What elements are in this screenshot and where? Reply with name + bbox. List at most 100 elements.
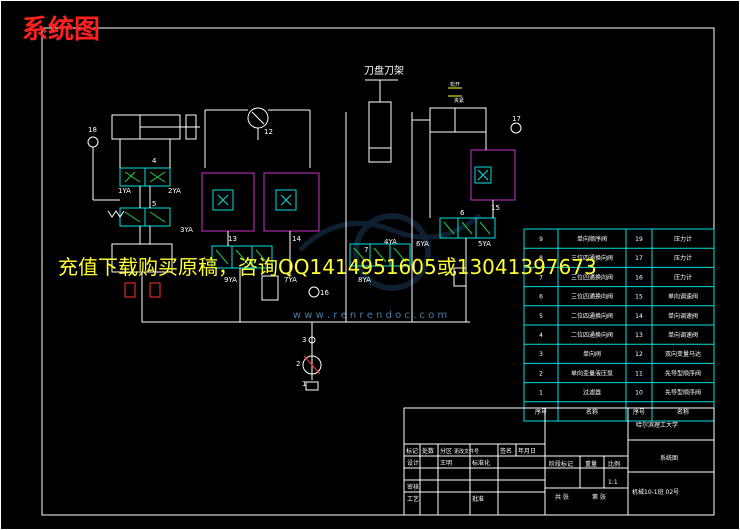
parts-table-cell: 17	[635, 255, 643, 262]
parts-table-cell: 单向阀	[583, 350, 601, 358]
solenoid-6ya: 6YA	[416, 240, 429, 248]
tb-designer: 王明	[440, 460, 452, 467]
tb-drawing-name: 系统图	[660, 454, 678, 462]
gauge-17	[510, 122, 522, 134]
tb-weight: 重量	[585, 460, 597, 468]
parts-table-cell: 16	[635, 274, 643, 281]
parts-table-cell: 10	[635, 390, 643, 397]
label-1: 1	[302, 380, 306, 388]
parts-table-cell: 8	[539, 255, 543, 262]
parts-table-cell: 3	[539, 351, 543, 358]
parts-table-cell: 三位四通换向阀	[571, 273, 613, 281]
parts-table-header-cell: 序号	[633, 408, 645, 416]
valve-6	[439, 217, 496, 239]
solenoid-4ya: 4YA	[384, 238, 397, 246]
watermark-url: w w w . r e n r e n d o c . c o m	[293, 310, 447, 321]
tb-stage-mark: 阶段标记	[549, 460, 573, 468]
parts-table-cell: 11	[635, 370, 643, 377]
label-16: 16	[320, 289, 329, 297]
tb-approve: 批准	[472, 495, 484, 503]
clamp-label: 松开	[450, 81, 460, 88]
parts-table-cell: 压力计	[674, 235, 692, 243]
valve-7	[349, 243, 411, 267]
label-14: 14	[292, 235, 301, 243]
chuck-cylinder	[368, 101, 392, 163]
parts-table-cell: 三位四通换向阀	[571, 293, 613, 301]
chuck-circuit	[302, 79, 413, 391]
tb-process: 工艺	[407, 495, 419, 503]
parts-table-header-cell: 名称	[586, 408, 598, 416]
tb-scale-value: 1:1	[608, 479, 618, 486]
tb-sheet-no: 第 张	[592, 493, 606, 501]
promo-overlay: 充值下载购买原稿，咨询QQ1414951605或13041397673	[58, 255, 597, 279]
filter-1	[305, 381, 319, 391]
flow-valve-14	[263, 172, 320, 232]
tb-col-count: 处数	[422, 447, 434, 455]
parts-table-cell: 双向变量马达	[665, 350, 701, 358]
parts-table-cell: 先导型顺序阀	[665, 389, 701, 397]
tb-code: 机械10-1班 02号	[632, 488, 679, 496]
parts-table-cell: 5	[539, 313, 543, 320]
parts-table-cell: 1	[539, 390, 543, 397]
parts-table-cell: 单向顺序阀	[577, 235, 607, 243]
parts-table-cell: 单向调速阀	[668, 312, 698, 320]
parts-table-cell: 4	[539, 332, 543, 339]
label-13: 13	[228, 235, 237, 243]
solenoid-5ya: 5YA	[478, 240, 491, 248]
parts-table-cell: 2	[539, 370, 543, 377]
motor-circuit	[201, 107, 320, 322]
component-labels: 1 2 3 4 5 6 7 12 13 14 15 16 17 18	[88, 115, 521, 388]
solenoid-3ya: 3YA	[180, 226, 193, 234]
parts-table-cell: 6	[539, 294, 543, 301]
parts-table-cell: 19	[635, 236, 643, 243]
solenoid-8ya: 8YA	[358, 276, 371, 284]
watermark-logo	[298, 213, 482, 291]
right-circuit	[412, 87, 522, 322]
tb-col-docno: 更改文件号	[454, 448, 479, 455]
parts-table-cell: 15	[635, 294, 643, 301]
tb-col-date: 年月日	[518, 447, 536, 455]
parts-table-cell: 压力计	[674, 273, 692, 281]
parts-table-cell: 单向调速阀	[668, 331, 698, 339]
parts-table-cell: 7	[539, 274, 543, 281]
label-17: 17	[512, 115, 521, 123]
pump-2	[302, 355, 322, 375]
release-label: 夹紧	[454, 97, 464, 104]
parts-table-header-cell: 名称	[677, 408, 689, 416]
parts-table-cell: 先导型顺序阀	[665, 369, 701, 377]
label-5: 5	[152, 200, 156, 208]
parts-table-cell: 三位四通换向阀	[571, 254, 613, 262]
left-circuit	[87, 114, 470, 323]
check-valve-3	[308, 336, 316, 344]
label-3: 3	[302, 336, 306, 344]
tb-col-mark: 标记	[406, 447, 418, 455]
valve-8	[211, 245, 273, 269]
parts-table-cell: 单向调速阀	[668, 293, 698, 301]
gauge-16	[308, 286, 320, 298]
tb-std: 标准化	[472, 459, 490, 467]
chuck-heading: 刀盘刀架	[364, 64, 404, 77]
sequence-valve-9	[453, 267, 467, 287]
tb-design: 设计	[407, 459, 419, 467]
solenoid-9ya: 9YA	[224, 276, 237, 284]
solenoid-1ya: 1YA	[118, 187, 131, 195]
label-18: 18	[88, 126, 97, 134]
parts-table-cell: 13	[635, 332, 643, 339]
parts-table-cell: 二位四通换向阀	[571, 331, 613, 339]
parts-table-cell: 压力计	[674, 254, 692, 262]
tb-review: 审核	[407, 483, 419, 491]
parts-table-cell: 单向变量液压泵	[571, 369, 613, 377]
corner-title: 系统图	[22, 14, 100, 45]
tb-col-zone: 分区	[440, 447, 452, 455]
tb-col-sign: 签名	[500, 447, 512, 455]
parts-table-cell: 12	[635, 351, 643, 358]
label-15: 15	[491, 204, 500, 212]
tb-sheet-total: 共 张	[555, 493, 569, 501]
label-7: 7	[364, 246, 368, 254]
label-12: 12	[264, 128, 273, 136]
tb-school: 哈尔滨理工大学	[636, 421, 678, 429]
solenoid-2ya: 2YA	[168, 187, 181, 195]
solenoid-labels: 1YA 2YA 3YA 4YA 5YA 6YA 7YA 8YA 9YA	[118, 187, 491, 284]
